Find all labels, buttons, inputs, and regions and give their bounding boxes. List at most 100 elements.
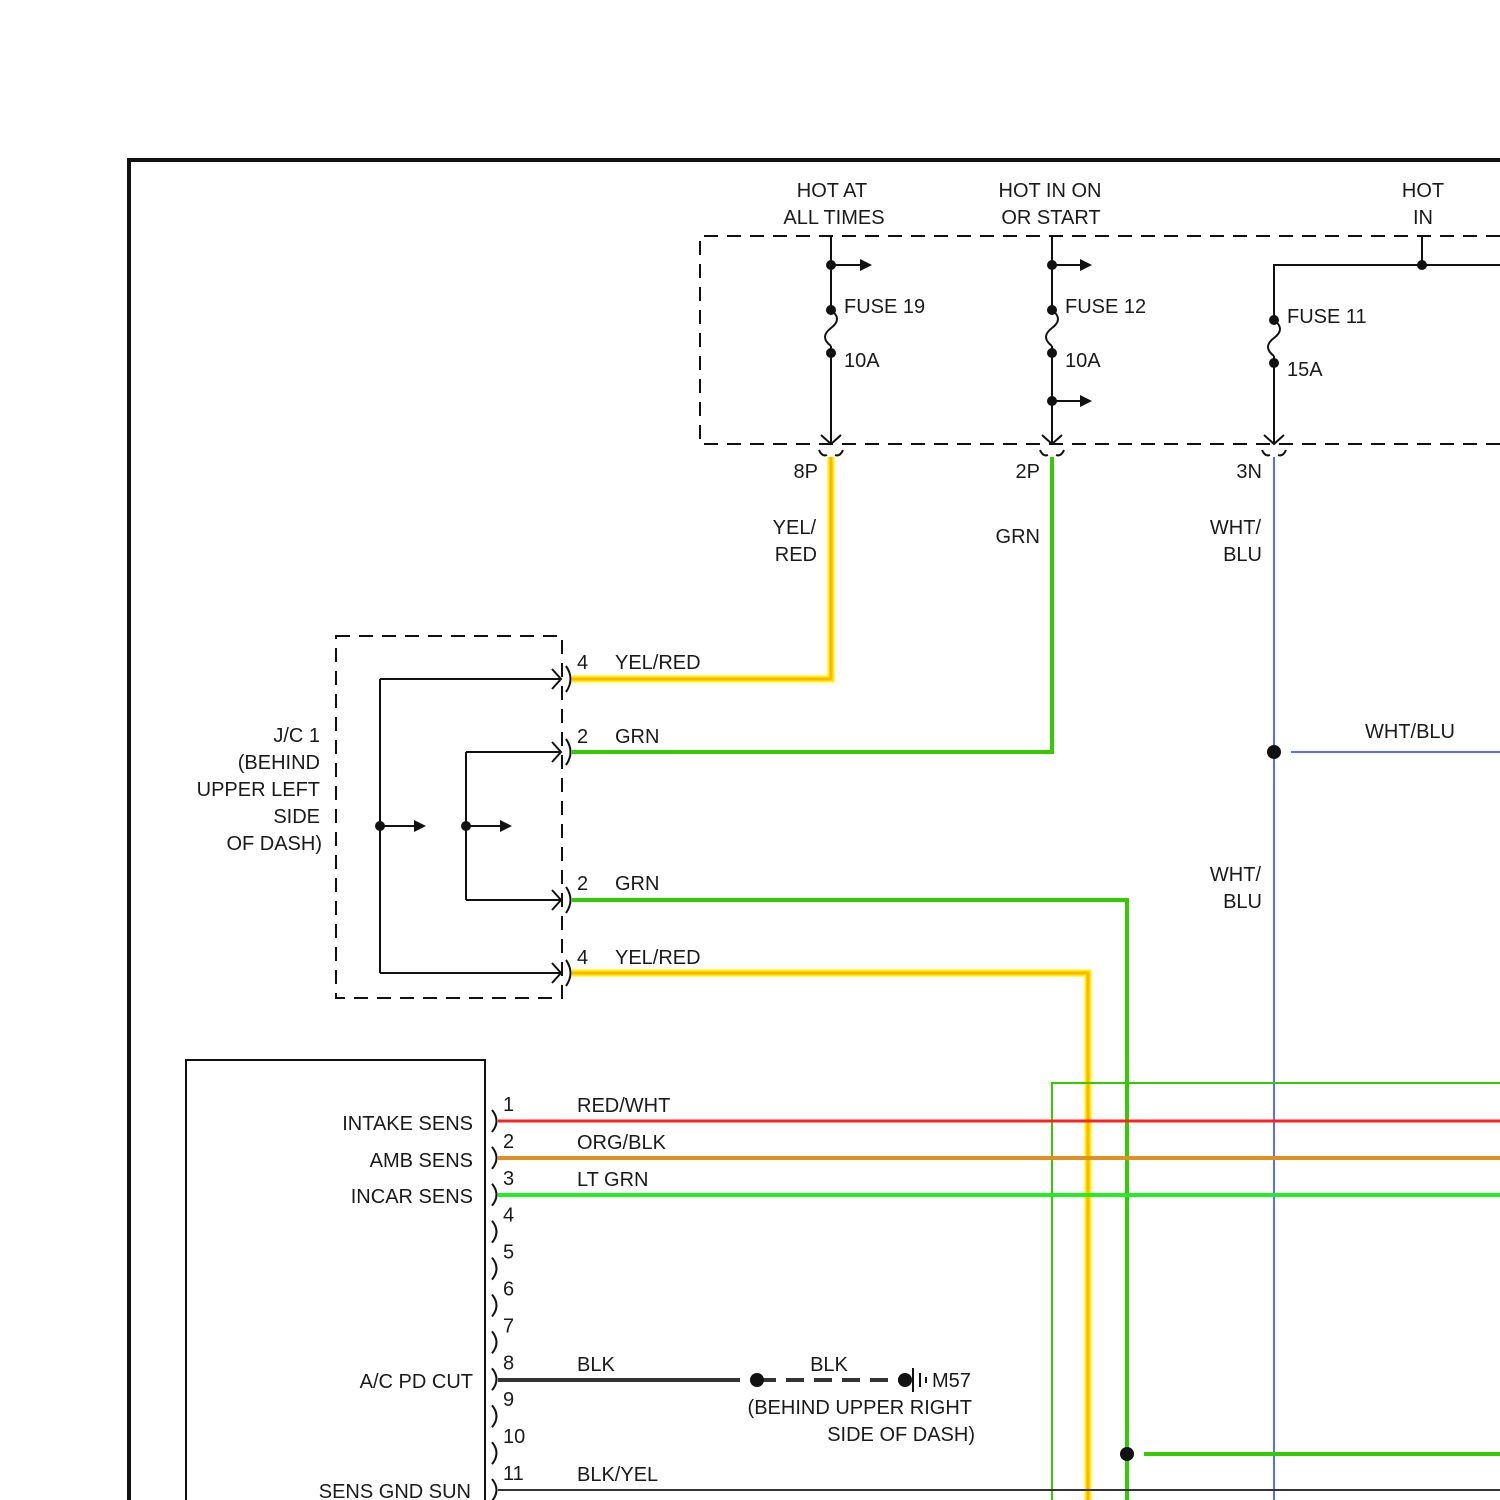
header-hot-in-on-or-start-line1: HOT IN ON <box>999 180 1102 202</box>
jc1-label-line3: UPPER LEFT <box>197 779 320 801</box>
module-wire-label-lt-grn: LT GRN <box>577 1169 649 1191</box>
control-module: 1 2 3 4 5 6 7 8 9 10 11 INTAKE SENS AMB SENS INCAR… <box>186 1060 670 1500</box>
arrow-icon <box>1080 259 1092 271</box>
fuse-11-name: FUSE 11 <box>1287 306 1367 328</box>
ground-location-line2: SIDE OF DASH) <box>827 1424 975 1446</box>
wire-label-wht-blu-2: BLU <box>1223 544 1262 566</box>
module-wire-label-blk: BLK <box>577 1354 615 1376</box>
jc1-label-line2: (BEHIND <box>238 752 320 774</box>
wire-label-wht-blu-1: WHT/ <box>1210 517 1262 539</box>
header-hot-in-line2: IN <box>1413 207 1433 229</box>
jc1-outline <box>336 636 562 998</box>
module-pin-number: 7 <box>503 1315 514 1337</box>
jc1-pin-number: 2 <box>577 726 588 748</box>
jc1-pin-wire: GRN <box>615 873 659 895</box>
fuse-12-name: FUSE 12 <box>1065 296 1146 318</box>
fuse-19-rating: 10A <box>844 350 880 372</box>
module-pin-label-amb-sens: AMB SENS <box>370 1150 473 1172</box>
splice-wht-blu <box>1267 745 1281 759</box>
wire-yel-red-lower-halo <box>572 973 1088 1500</box>
fuse-12-element <box>1046 310 1058 346</box>
header-hot-at-all-times-line2: ALL TIMES <box>783 207 884 229</box>
wire-label-wht-blu-horizontal: WHT/BLU <box>1365 721 1455 743</box>
module-pin-label-ac-pd-cut: A/C PD CUT <box>360 1371 473 1393</box>
ground-location-line1: (BEHIND UPPER RIGHT <box>748 1397 972 1419</box>
jc1-pin-number: 4 <box>577 947 588 969</box>
module-pin-number: 1 <box>503 1094 514 1116</box>
module-pin-number: 5 <box>503 1242 514 1264</box>
arrow-icon <box>500 820 512 832</box>
module-pin-number: 4 <box>503 1205 514 1227</box>
wire-label-wht-blu-lower-1: WHT/ <box>1210 864 1262 886</box>
wires <box>498 457 1500 1500</box>
jc1-pin-wire: GRN <box>615 726 659 748</box>
arrow-icon <box>1080 395 1092 407</box>
module-wire-label-blk-yel: BLK/YEL <box>577 1464 658 1486</box>
module-pin-icon <box>492 1331 497 1353</box>
header-hot-at-all-times-line1: HOT AT <box>797 180 867 202</box>
module-pin-icon <box>492 1110 497 1132</box>
terminal-8p: 8P <box>794 461 818 483</box>
jc1-pin-number: 2 <box>577 873 588 895</box>
ground-id: M57 <box>932 1370 971 1392</box>
wire-label-yel-red-1: YEL/ <box>773 517 817 539</box>
module-pin-number: 6 <box>503 1279 514 1301</box>
wire-yel-red-upper <box>572 457 831 679</box>
module-pin-number: 2 <box>503 1131 514 1153</box>
wire-label-grn: GRN <box>996 526 1040 548</box>
module-wire-label-red-wht: RED/WHT <box>577 1095 670 1117</box>
module-pin-number: 11 <box>503 1463 524 1485</box>
jc1-label-line4: SIDE <box>273 806 320 828</box>
wire-label-wht-blu-lower-2: BLU <box>1223 891 1262 913</box>
fuse-19-circuit: FUSE 19 10A 8P <box>794 236 926 483</box>
module-pin-icon <box>492 1258 497 1280</box>
module-pin-number: 9 <box>503 1389 514 1411</box>
module-pin-icon <box>492 1479 497 1500</box>
wire-yel-red-upper-halo <box>572 457 831 679</box>
wire-yel-red-lower <box>572 973 1088 1500</box>
terminal-3n: 3N <box>1236 461 1262 483</box>
module-pin-number: 10 <box>503 1426 525 1448</box>
wire-label-yel-red-2: RED <box>775 544 817 566</box>
jc1-label-line1: J/C 1 <box>273 725 320 747</box>
module-wire-label-org-blk: ORG/BLK <box>577 1132 667 1154</box>
fuse-19-element <box>825 310 837 346</box>
module-pin-icon <box>492 1405 497 1427</box>
jc1-pin-wire: YEL/RED <box>615 652 701 674</box>
fuse-11-element <box>1268 320 1280 356</box>
module-pin-number: 3 <box>503 1168 514 1190</box>
module-pin-icon <box>492 1184 497 1206</box>
ground-wire-label: BLK <box>810 1354 848 1376</box>
terminal-2p: 2P <box>1016 461 1040 483</box>
header-hot-in-line1: HOT <box>1402 180 1444 202</box>
ground-icon <box>913 1368 926 1392</box>
module-pin-label-sens-gnd-sun: SENS GND SUN <box>319 1481 471 1500</box>
module-pin-number: 8 <box>503 1352 514 1374</box>
module-pin-label-intake-sens: INTAKE SENS <box>342 1113 473 1135</box>
arrow-icon <box>860 259 872 271</box>
arrow-icon <box>414 820 426 832</box>
jc1-label-line5: OF DASH) <box>226 833 322 855</box>
fuse-box-outline <box>700 236 1500 444</box>
wire-grn-upper <box>572 457 1052 752</box>
module-pin-icon <box>492 1442 497 1464</box>
module-pin-icon <box>492 1368 497 1390</box>
module-pin-label-incar-sens: INCAR SENS <box>351 1186 473 1208</box>
module-pin-icon <box>492 1221 497 1243</box>
fuse-11-rating: 15A <box>1287 359 1323 381</box>
module-pin-icon <box>492 1295 497 1317</box>
wire-grn-thin-loop <box>1052 1083 1500 1500</box>
fuse-box: HOT AT ALL TIMES HOT IN ON OR START HOT … <box>700 180 1500 483</box>
module-pin-column: 1 2 3 4 5 6 7 8 9 10 11 <box>492 1094 525 1500</box>
module-pin-icon <box>492 1147 497 1169</box>
fuse-19-name: FUSE 19 <box>844 296 925 318</box>
ground-m57: BLK M57 (BEHIND UPPER RIGHT SIDE OF DASH… <box>748 1354 975 1446</box>
fuse-12-circuit: FUSE 12 10A 2P <box>1016 236 1147 483</box>
fuse-12-rating: 10A <box>1065 350 1101 372</box>
header-hot-in-on-or-start-line2: OR START <box>1001 207 1100 229</box>
jc1-pin-wire: YEL/RED <box>615 947 701 969</box>
jc1-pin-number: 4 <box>577 652 588 674</box>
fuse-11-circuit: FUSE 11 15A 3N <box>1236 236 1500 483</box>
splice-blk <box>750 1373 764 1387</box>
